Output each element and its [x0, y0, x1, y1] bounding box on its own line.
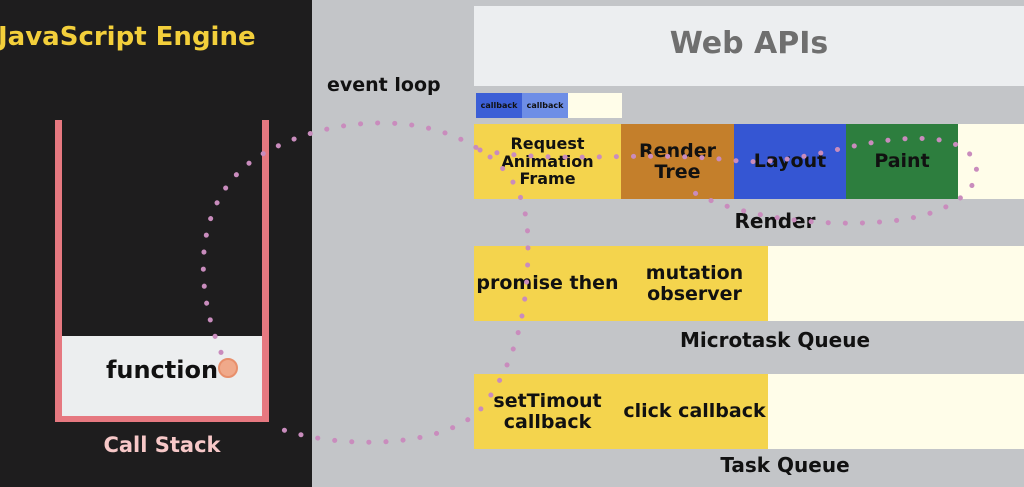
microtask-promise-then: promise then	[474, 246, 621, 321]
render-step-layout: Layout	[734, 124, 846, 199]
web-apis-box	[474, 6, 1024, 86]
call-stack-right-wall	[262, 120, 269, 422]
render-label: Render	[734, 209, 816, 233]
render-step-paint: Paint	[846, 124, 958, 199]
call-stack-frame-label: function	[105, 356, 219, 384]
call-stack-left-wall	[55, 120, 62, 422]
task-settimeout-callback: setTimout callback	[474, 374, 621, 449]
call-stack-label: Call Stack	[103, 433, 221, 457]
task-queue-label: Task Queue	[720, 453, 850, 477]
render-step-request-animation-frame: Request Animation Frame	[474, 124, 621, 199]
engine-title: JavaScript Engine	[0, 22, 256, 52]
render-empty-slot	[958, 124, 1024, 199]
task-empty-slot	[768, 374, 1024, 449]
event-loop-label: event loop	[327, 74, 441, 96]
raf-callback-empty-slot	[568, 93, 622, 118]
microtask-empty-slot	[768, 246, 1024, 321]
raf-callback-1: callback	[476, 93, 522, 118]
microtask-queue-label: Microtask Queue	[679, 328, 871, 352]
render-step-render-tree: Render Tree	[621, 124, 734, 199]
web-apis-title: Web APIs	[669, 26, 829, 61]
raf-callback-2: callback	[522, 93, 568, 118]
task-click-callback: click callback	[621, 374, 768, 449]
microtask-mutation-observer: mutation observer	[621, 246, 768, 321]
call-stack-bottom	[55, 415, 269, 422]
